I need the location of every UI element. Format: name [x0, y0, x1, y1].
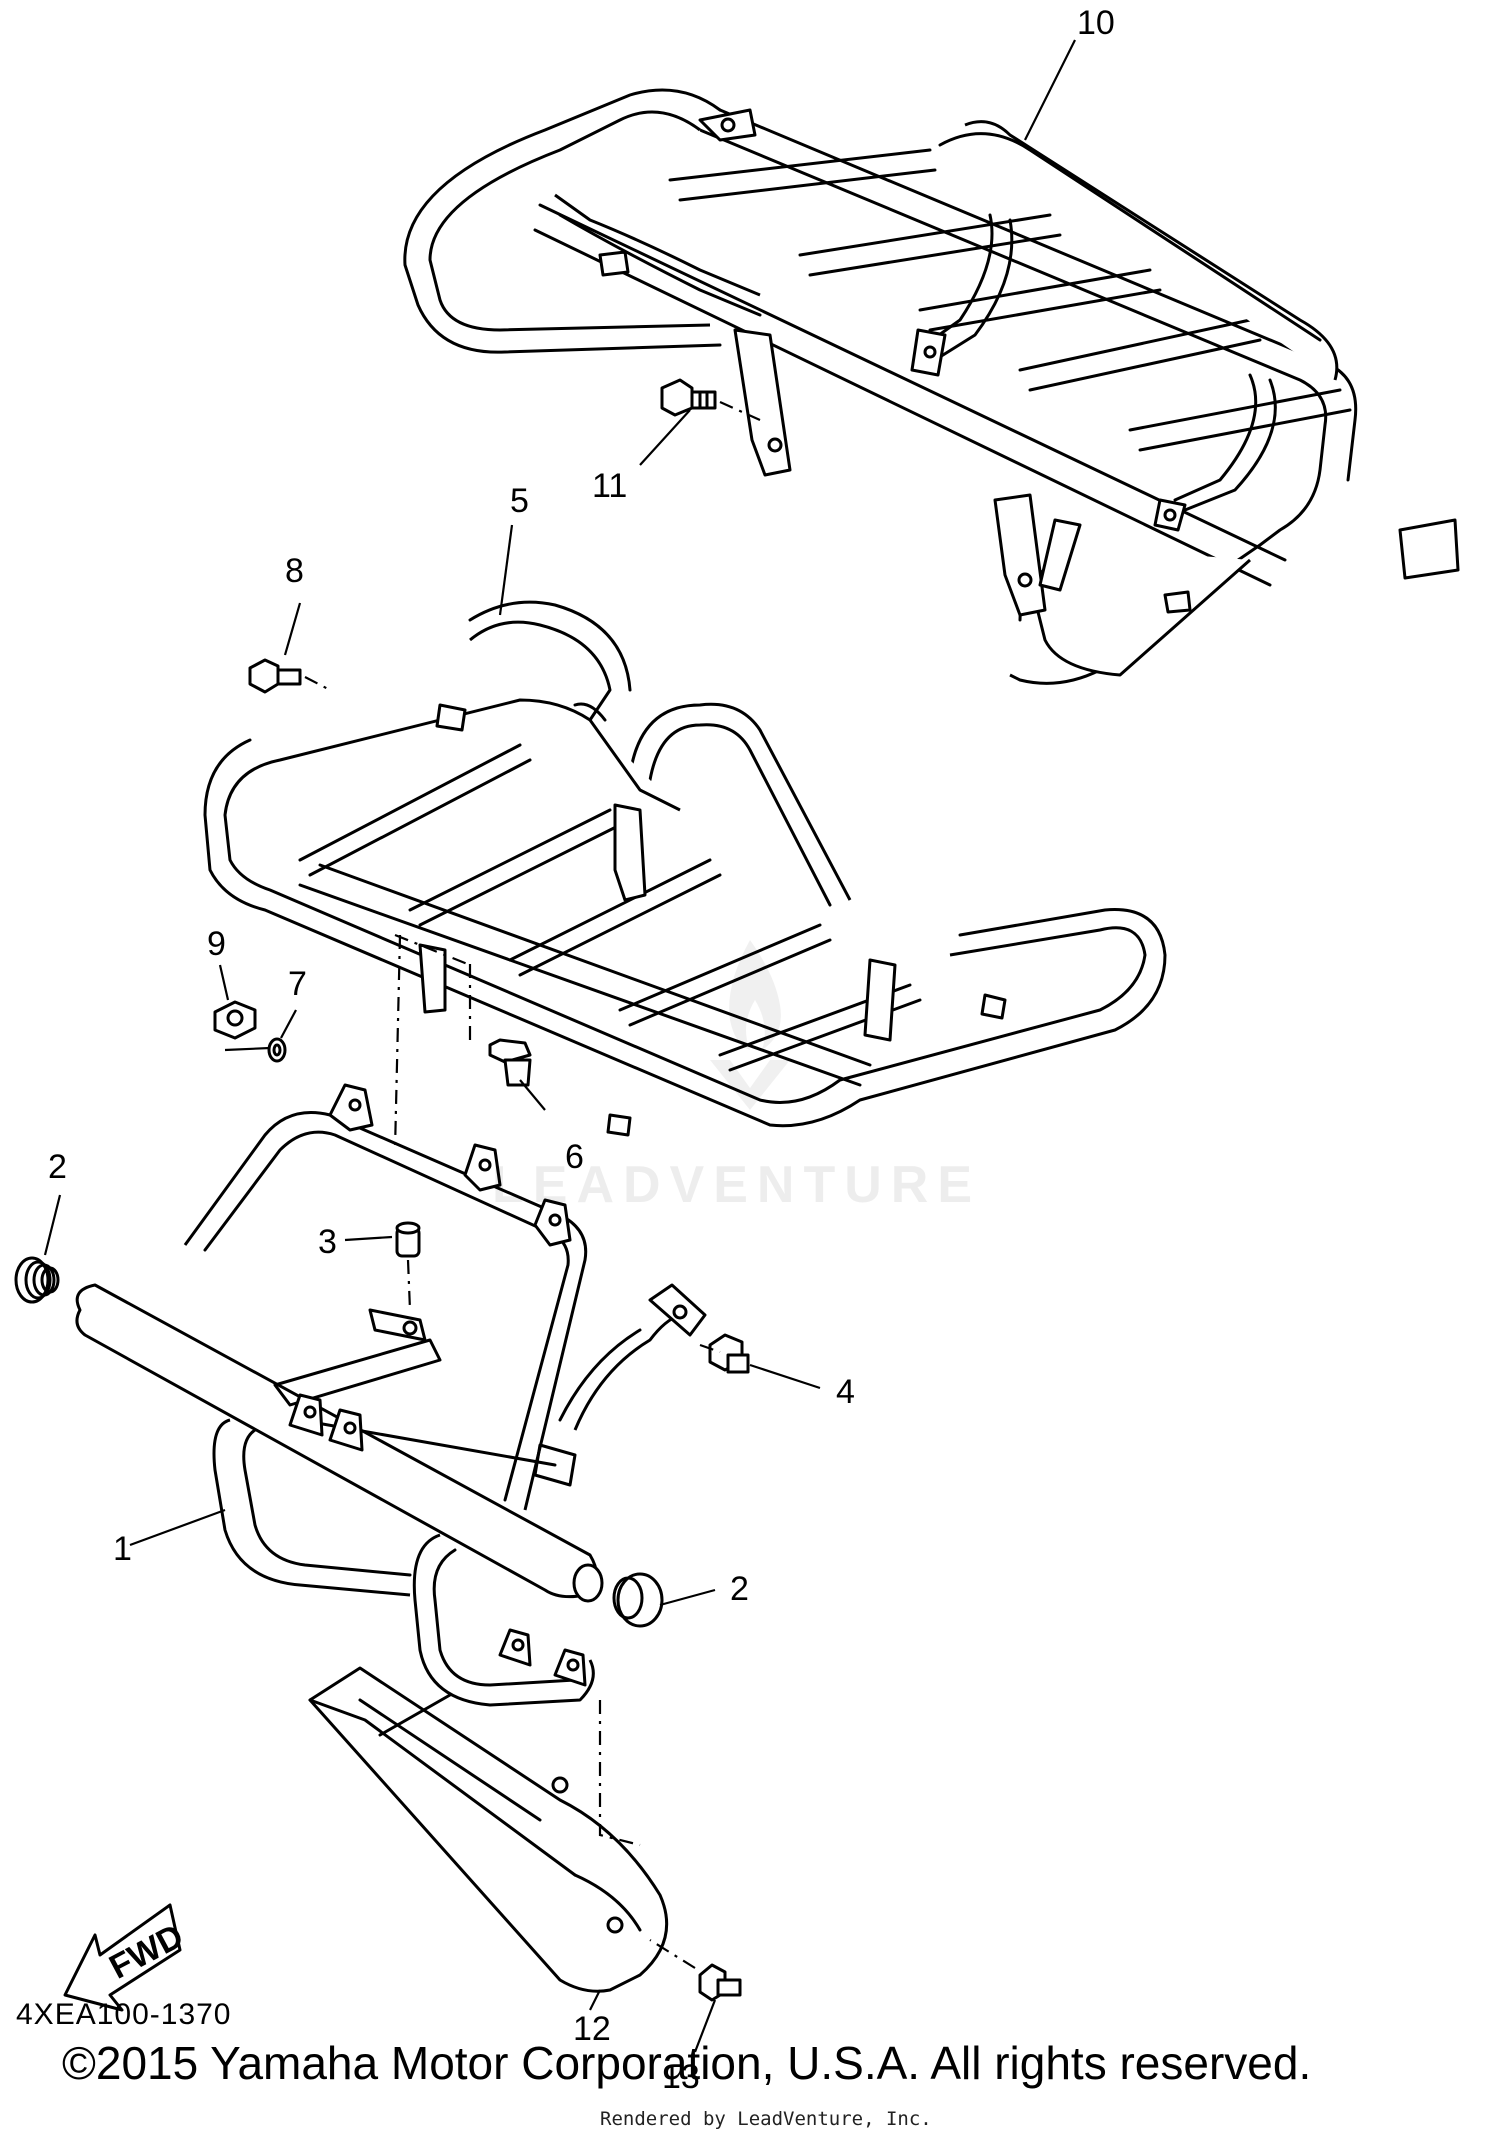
front-carrier-part-5[interactable]	[203, 600, 1167, 1137]
callout-13: 13	[662, 2058, 700, 2096]
washer-part-7[interactable]	[267, 1037, 287, 1063]
bolt-part-6[interactable]	[468, 960, 532, 1087]
callout-2-left: 2	[48, 1148, 67, 1186]
callout-11: 11	[592, 467, 627, 505]
rendered-by-credit: Rendered by LeadVenture, Inc.	[600, 2108, 932, 2130]
callout-2-right: 2	[730, 1570, 749, 1608]
cap-part-2-right[interactable]	[612, 1572, 664, 1628]
callout-9: 9	[207, 925, 226, 963]
callout-4: 4	[836, 1373, 855, 1411]
cap-part-2-left[interactable]	[14, 1256, 60, 1304]
bolt-part-4[interactable]	[699, 1333, 750, 1374]
bolt-part-13[interactable]	[649, 1939, 742, 2002]
callout-1: 1	[113, 1530, 132, 1568]
copyright-notice: ©2015 Yamaha Motor Corporation, U.S.A. A…	[62, 2037, 1312, 2089]
callout-5: 5	[510, 482, 529, 520]
nut-part-9[interactable]	[213, 1000, 257, 1040]
fwd-arrow-icon: FWD	[63, 1903, 190, 2012]
bolt-part-11[interactable]	[660, 378, 761, 422]
callout-7: 7	[288, 965, 307, 1003]
callout-6: 6	[565, 1138, 584, 1176]
leadventure-logo-watermark	[710, 940, 790, 1110]
watermark-text: LEADVENTURE	[492, 1156, 982, 1214]
diagram-code: 4XEA100-1370	[16, 1998, 232, 2031]
damper-part-3[interactable]	[395, 1221, 421, 1311]
callout-10: 10	[1077, 4, 1115, 42]
callout-3: 3	[318, 1223, 337, 1261]
bolt-part-8[interactable]	[248, 658, 331, 694]
rear-carrier-part-10[interactable]	[403, 88, 1460, 685]
callout-8: 8	[285, 552, 304, 590]
front-guard-part-1[interactable]	[75, 1083, 707, 1707]
callout-12: 12	[573, 2010, 611, 2048]
skid-plate-part-12[interactable]	[308, 1666, 669, 1993]
